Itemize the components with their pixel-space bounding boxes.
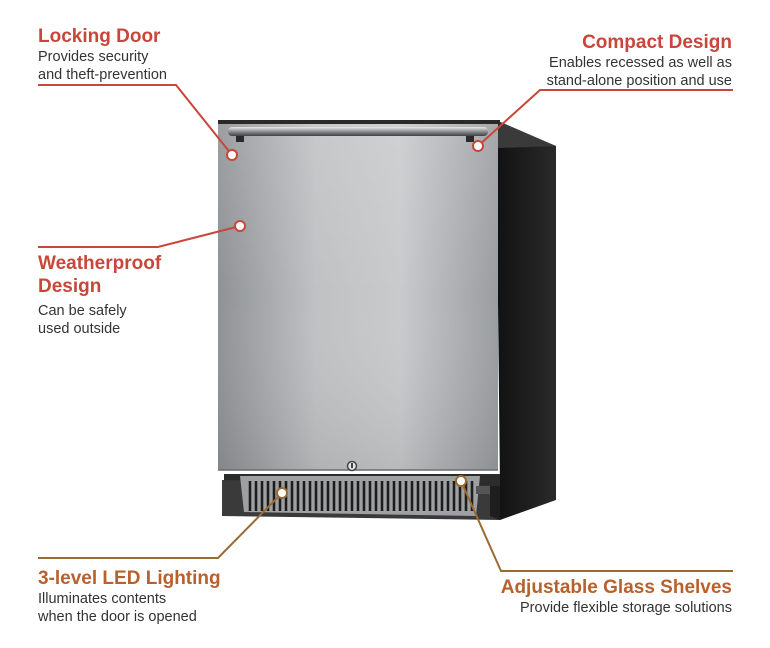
callout-dot-icon bbox=[472, 140, 484, 152]
stainless-door bbox=[218, 124, 498, 471]
callout-markers bbox=[226, 140, 484, 499]
lock-icon bbox=[346, 460, 358, 472]
callout-dot-icon bbox=[276, 487, 288, 499]
callout-desc-line: Enables recessed as well as bbox=[549, 55, 732, 71]
callout-compact-design: Compact Design Enables recessed as well … bbox=[547, 31, 732, 90]
callout-title: 3-level LED Lighting bbox=[38, 568, 221, 589]
callout-desc-line: used outside bbox=[38, 321, 121, 337]
callout-title: Weatherproof bbox=[38, 253, 162, 274]
callout-desc-line: when the door is opened bbox=[38, 609, 197, 625]
callout-weatherproof-design: Weatherproof Design Can be safely used o… bbox=[38, 252, 161, 338]
callout-title: Design bbox=[38, 276, 102, 297]
callout-led-lighting: 3-level LED Lighting Illuminates content… bbox=[38, 567, 221, 626]
ventilation-grille bbox=[222, 474, 500, 520]
callout-desc-line: Provides security bbox=[38, 49, 149, 65]
callout-locking-door: Locking Door Provides security and theft… bbox=[38, 25, 167, 84]
callout-dot-icon bbox=[234, 220, 246, 232]
callout-title: Adjustable Glass Shelves bbox=[500, 577, 732, 598]
callout-title: Locking Door bbox=[38, 26, 161, 47]
callout-leader-lines bbox=[38, 84, 733, 572]
callout-desc-line: stand-alone position and use bbox=[546, 73, 732, 89]
callout-desc-line: Illuminates contents bbox=[38, 591, 167, 607]
callout-desc-line: Can be safely bbox=[38, 303, 127, 319]
callout-desc-line: Provide flexible storage solutions bbox=[520, 600, 732, 616]
callout-glass-shelves: Adjustable Glass Shelves Provide flexibl… bbox=[501, 576, 732, 617]
callout-title: Compact Design bbox=[582, 32, 732, 53]
callout-desc-line: and theft-prevention bbox=[38, 67, 167, 83]
callout-dot-icon bbox=[226, 149, 238, 161]
callout-dot-icon bbox=[455, 475, 467, 487]
door-handle-icon bbox=[228, 127, 488, 142]
